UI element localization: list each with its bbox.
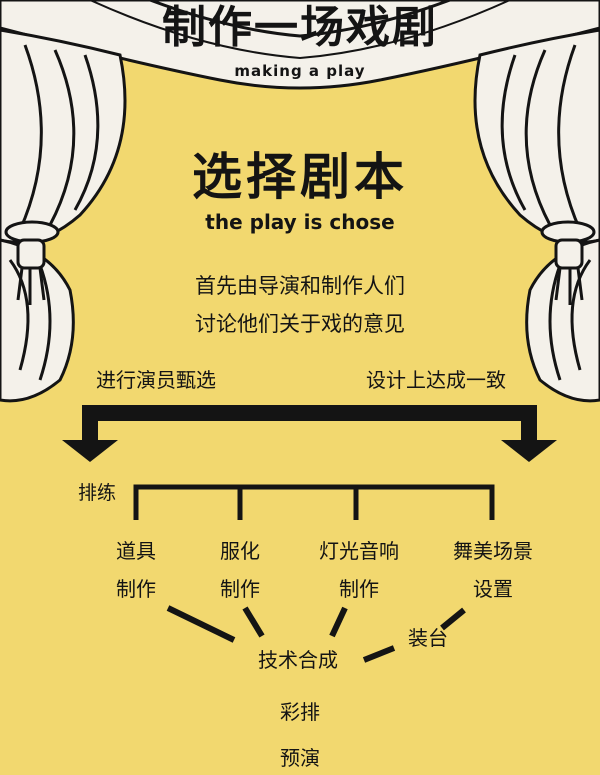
flow-item-scenery: 舞美场景 设置 xyxy=(438,532,548,608)
rehearsal-bracket xyxy=(133,484,495,520)
converge-lines xyxy=(166,605,466,663)
flow-item-lighting-line2: 制作 xyxy=(339,577,379,601)
main-title: 制作一场戏剧 xyxy=(162,2,438,53)
preview-label: 预演 xyxy=(280,746,320,770)
branch-casting: 进行演员甄选 xyxy=(96,368,216,392)
flow-item-props-line1: 道具 xyxy=(116,539,156,563)
flow-item-scenery-line1: 舞美场景 xyxy=(453,539,533,563)
left-curtain xyxy=(0,28,127,403)
flow-item-costume-line2: 制作 xyxy=(220,577,260,601)
section-subtitle: the play is chose xyxy=(205,210,395,234)
flow-item-costume: 服化 制作 xyxy=(200,532,280,608)
branch-design: 设计上达成一致 xyxy=(366,368,506,392)
install-label: 装台 xyxy=(408,626,448,650)
flow-item-props-line2: 制作 xyxy=(116,577,156,601)
intro-line-2: 讨论他们关于戏的意见 xyxy=(195,312,405,336)
tech-label: 技术合成 xyxy=(258,648,338,672)
flow-item-lighting: 灯光音响 制作 xyxy=(304,532,414,608)
flow-item-lighting-line1: 灯光音响 xyxy=(319,539,399,563)
flow-item-costume-line1: 服化 xyxy=(220,539,260,563)
main-subtitle: making a play xyxy=(234,62,366,80)
rehearsal-label: 排练 xyxy=(78,482,117,504)
section-title: 选择剧本 xyxy=(192,148,408,206)
dress-rehearsal-label: 彩排 xyxy=(280,700,320,724)
branch-arrows xyxy=(62,405,557,462)
flow-item-props: 道具 制作 xyxy=(96,532,176,608)
flow-item-scenery-line2: 设置 xyxy=(473,577,513,601)
intro-line-1: 首先由导演和制作人们 xyxy=(195,274,405,298)
right-curtain xyxy=(473,28,600,403)
